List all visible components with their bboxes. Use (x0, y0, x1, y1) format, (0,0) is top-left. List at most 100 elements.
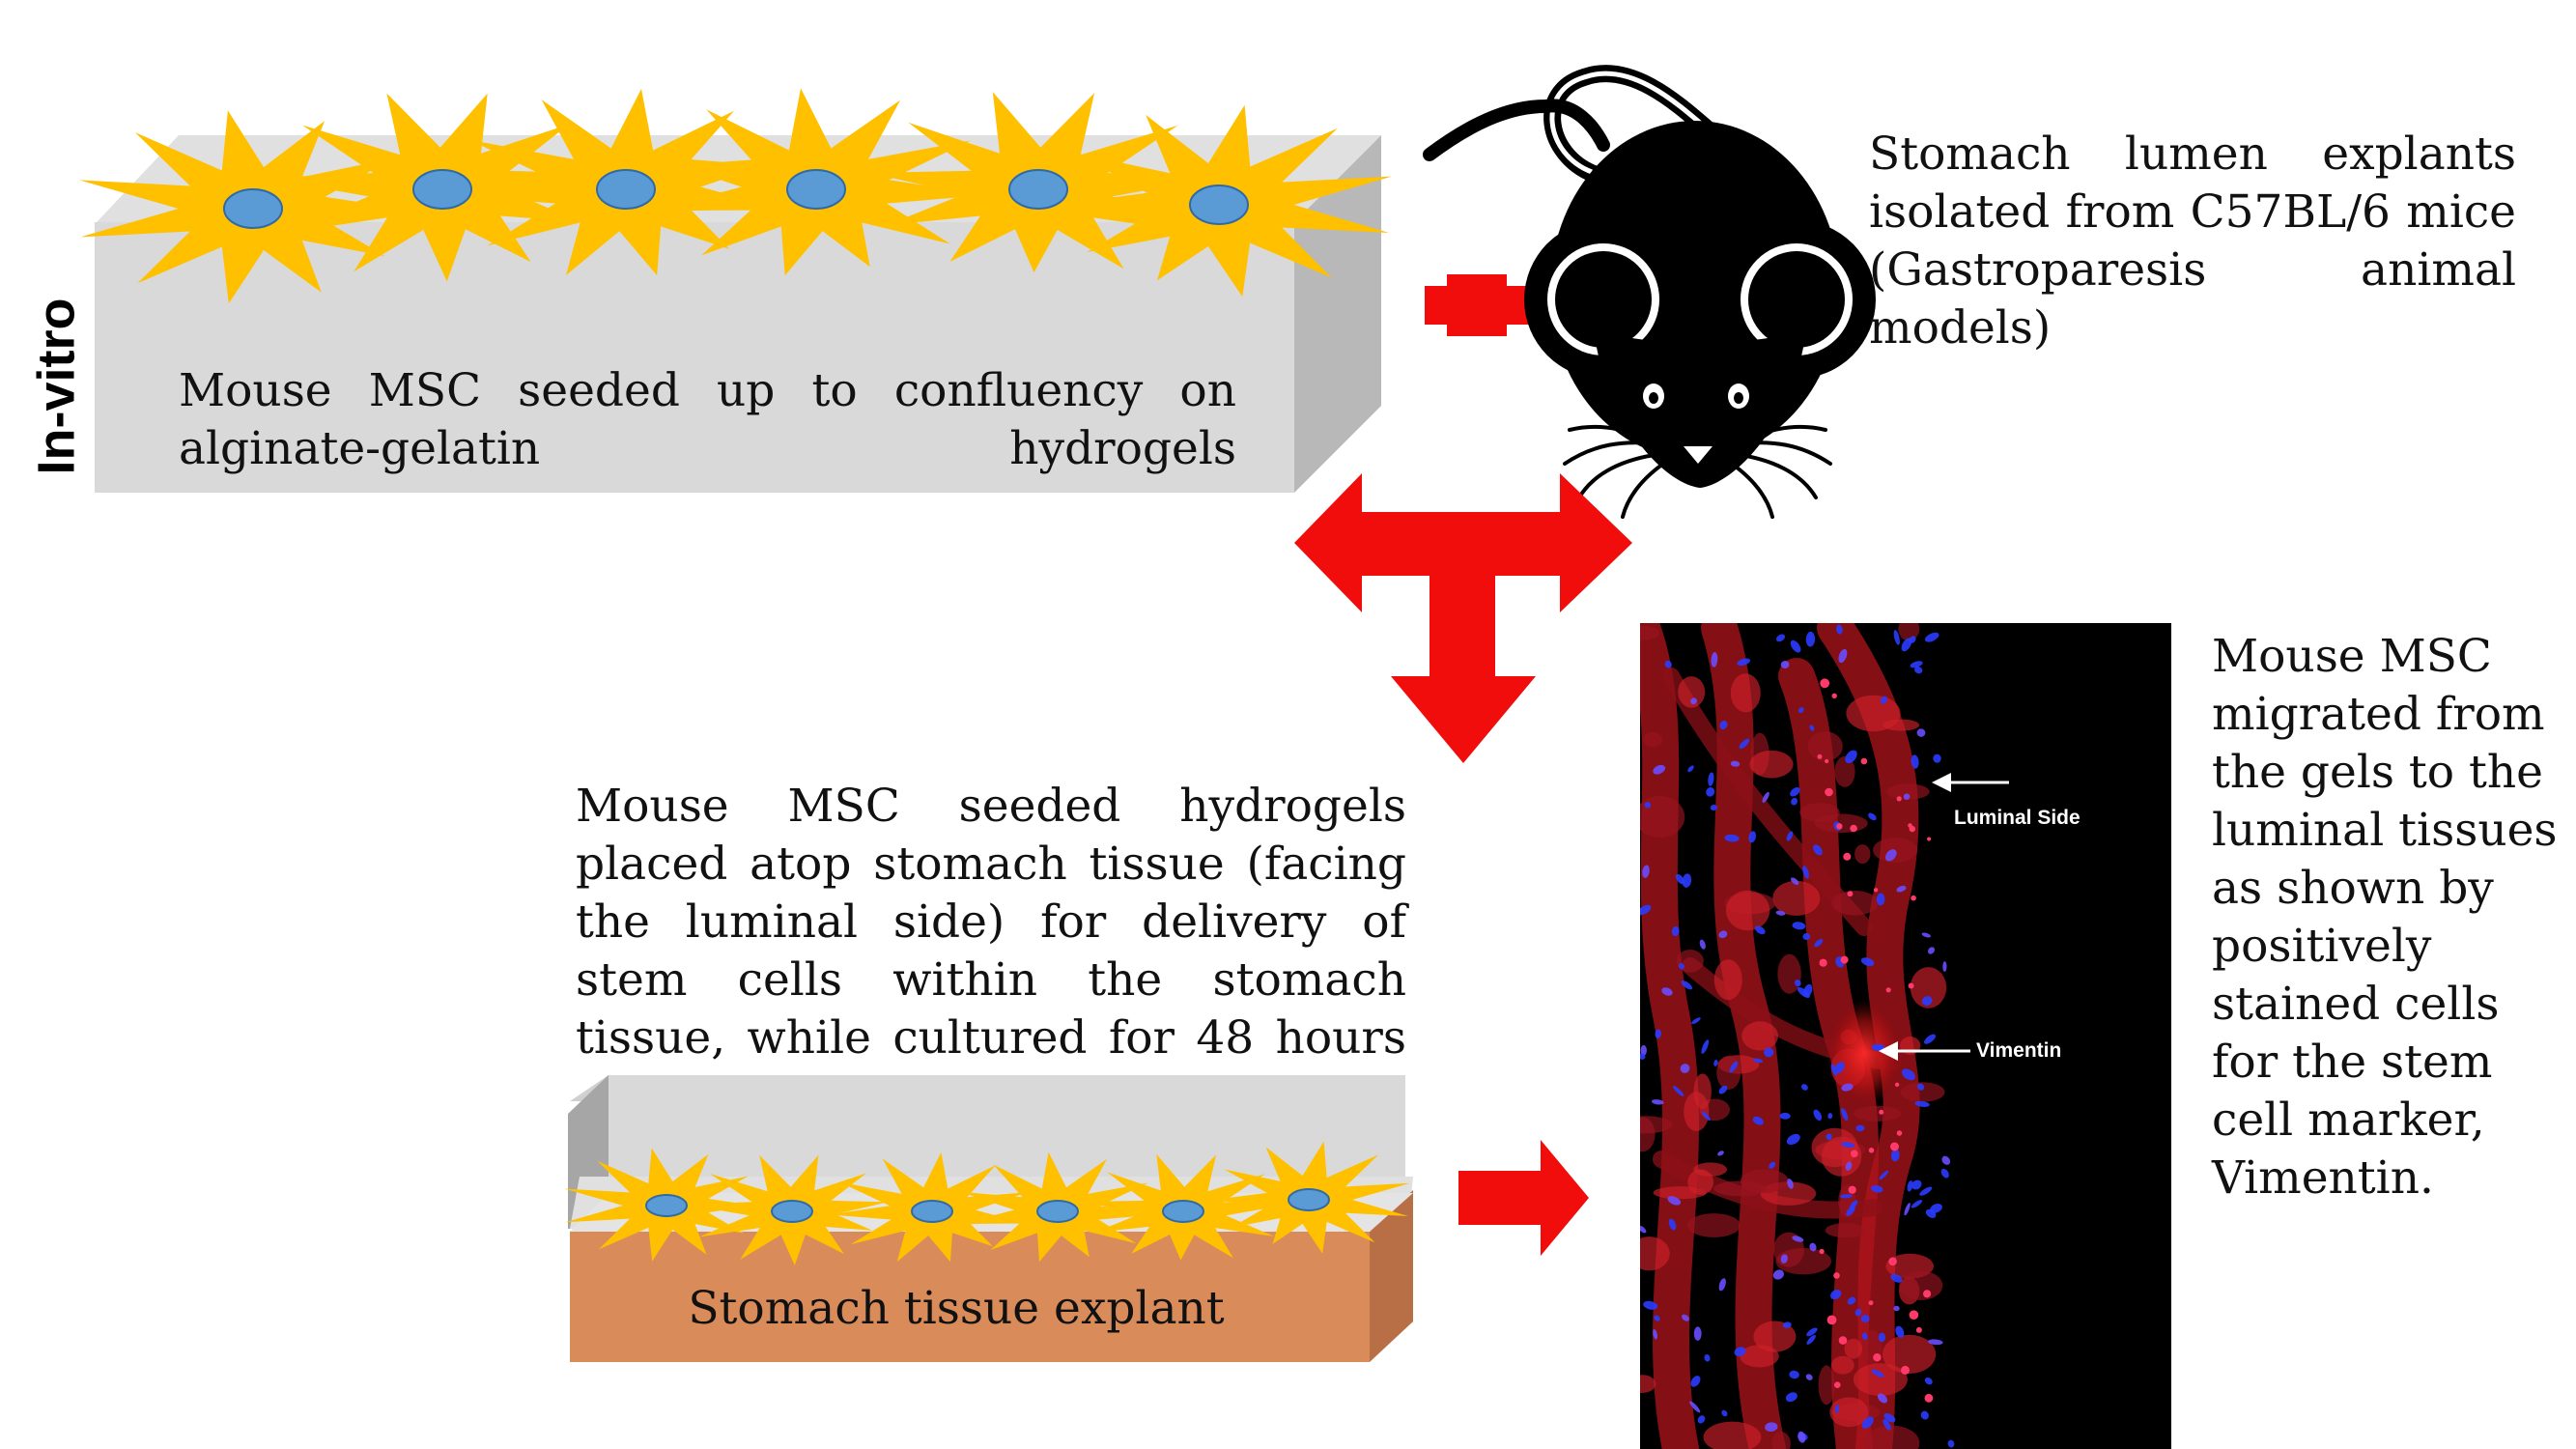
cell-nucleus-stain (1797, 986, 1810, 999)
stained-region (1716, 1055, 1741, 1090)
positive-cell-stain (1924, 1393, 1934, 1403)
cell-nucleus-stain (1883, 1412, 1896, 1423)
cell-nucleus-stain (1930, 1203, 1942, 1213)
cell-nucleus-stain (1916, 728, 1926, 737)
cell-nucleus-stain (1661, 987, 1673, 996)
stained-region (1740, 1345, 1779, 1368)
positive-cell-stain (1894, 1082, 1900, 1088)
cell-nucleus-stain (1775, 634, 1786, 642)
stained-region (1643, 731, 1662, 748)
cell-nucleus-stain (1890, 1149, 1900, 1162)
luminal-side-label: Luminal Side (1954, 807, 2081, 829)
cell-nucleus-stain (1687, 765, 1694, 773)
cell-nucleus-stain (1860, 1315, 1870, 1322)
positive-cell-stain (1909, 1310, 1919, 1320)
cell-nucleus-stain (1845, 750, 1857, 764)
cell-nucleus (911, 1200, 953, 1223)
cell-nucleus-stain (1841, 1142, 1855, 1148)
cell-nucleus (645, 1194, 688, 1217)
positive-cell-stain (1888, 1257, 1897, 1266)
positive-cell-stain (1850, 824, 1857, 833)
cell-nucleus-stain (1792, 922, 1806, 930)
stained-region (1640, 796, 1685, 838)
vimentin-label: Vimentin (1976, 1039, 2062, 1062)
cell-nucleus-stain (1827, 1113, 1833, 1120)
positive-cell-stain (1868, 1148, 1875, 1153)
positive-cell-stain (1896, 796, 1902, 802)
cell-nucleus-stain (1841, 1083, 1854, 1092)
cell-nucleus-stain (1868, 812, 1877, 821)
result-caption-line: cell marker, (2212, 1094, 2485, 1147)
stained-region (1640, 625, 1660, 640)
stained-region (1854, 1105, 1902, 1122)
stained-region (1713, 959, 1742, 1001)
cell-nucleus-stain (1678, 962, 1684, 970)
stained-region (1900, 1082, 1945, 1102)
cell-nucleus-stain (1790, 786, 1800, 797)
cell-nucleus-stain (1668, 1218, 1677, 1231)
positive-cell-stain (1825, 758, 1829, 764)
result-caption-line: migrated from (2212, 688, 2545, 741)
cell-nucleus-stain (1690, 697, 1697, 705)
cell-nucleus-stain (1706, 786, 1715, 797)
stained-region (1898, 623, 1920, 641)
cell-nucleus-stain (1914, 1100, 1930, 1107)
stained-region (1825, 1223, 1866, 1238)
cell-nucleus-stain (1640, 904, 1652, 916)
positive-cell-stain (1825, 787, 1833, 797)
positive-cell-stain (1909, 825, 1916, 833)
cell-nucleus-stain (1798, 1431, 1806, 1443)
positive-cell-stain (1868, 1300, 1874, 1306)
stained-region (1854, 844, 1871, 865)
cell-nucleus-stain (1910, 661, 1923, 668)
cell-nucleus (596, 169, 656, 210)
cell-nucleus-stain (1947, 1439, 1955, 1448)
cell-nucleus-stain (1847, 1296, 1856, 1305)
stained-region (1749, 750, 1794, 779)
stained-region (1818, 1365, 1835, 1406)
positive-cell-stain (1838, 1336, 1848, 1345)
cell-nucleus-stain (1699, 939, 1706, 950)
result-caption-line: the gels to the (2212, 746, 2543, 799)
cell-nucleus-stain (1718, 1085, 1728, 1094)
cell-nucleus-stain (1878, 1332, 1885, 1343)
cell-nucleus-stain (1802, 932, 1811, 941)
stained-region (1834, 755, 1855, 787)
cell-nucleus-stain (1882, 1419, 1891, 1431)
cell-nucleus-stain (1914, 666, 1923, 674)
cell-nucleus-stain (1764, 1047, 1774, 1058)
cell-nucleus-stain (1673, 1086, 1684, 1096)
cell-nucleus-stain (1701, 1111, 1711, 1122)
hydrogel-stem-cells (79, 88, 1392, 304)
stained-region (1899, 1270, 1943, 1301)
cell-nucleus-stain (1861, 1332, 1868, 1341)
cell-nucleus-stain (1814, 939, 1824, 948)
cell-nucleus-stain (1680, 1064, 1690, 1073)
explant-label: Stomach tissue explant (688, 1282, 1225, 1335)
positive-cell-stain (1819, 958, 1827, 967)
stained-region (1811, 1127, 1858, 1168)
positive-cell-stain (1836, 823, 1843, 830)
cell-nucleus-stain (1729, 1061, 1739, 1073)
cell-nucleus-stain (1870, 1184, 1883, 1193)
plus-icon (1425, 274, 1529, 336)
stained-region (1853, 1363, 1908, 1396)
cell-nucleus-stain (1643, 1300, 1658, 1310)
cell-nucleus-stain (1754, 925, 1766, 935)
cell-nucleus-stain (1854, 1308, 1862, 1317)
cell-nucleus (1288, 1188, 1330, 1211)
cell-nucleus-stain (1830, 1289, 1842, 1300)
stained-region (1771, 1432, 1791, 1449)
positive-cell-stain (1819, 1248, 1825, 1255)
stained-region (1684, 1092, 1710, 1132)
cell-nucleus-stain (1904, 1203, 1911, 1216)
cell-nucleus-stain (1813, 1109, 1823, 1121)
cell-nucleus-stain (1909, 636, 1916, 643)
vimentin-micrograph (1640, 623, 2171, 1449)
cell-nucleus-stain (1940, 1168, 1949, 1179)
cell-nucleus-stain (1893, 1305, 1900, 1312)
stained-region (1772, 880, 1821, 917)
stained-region (1846, 695, 1901, 732)
